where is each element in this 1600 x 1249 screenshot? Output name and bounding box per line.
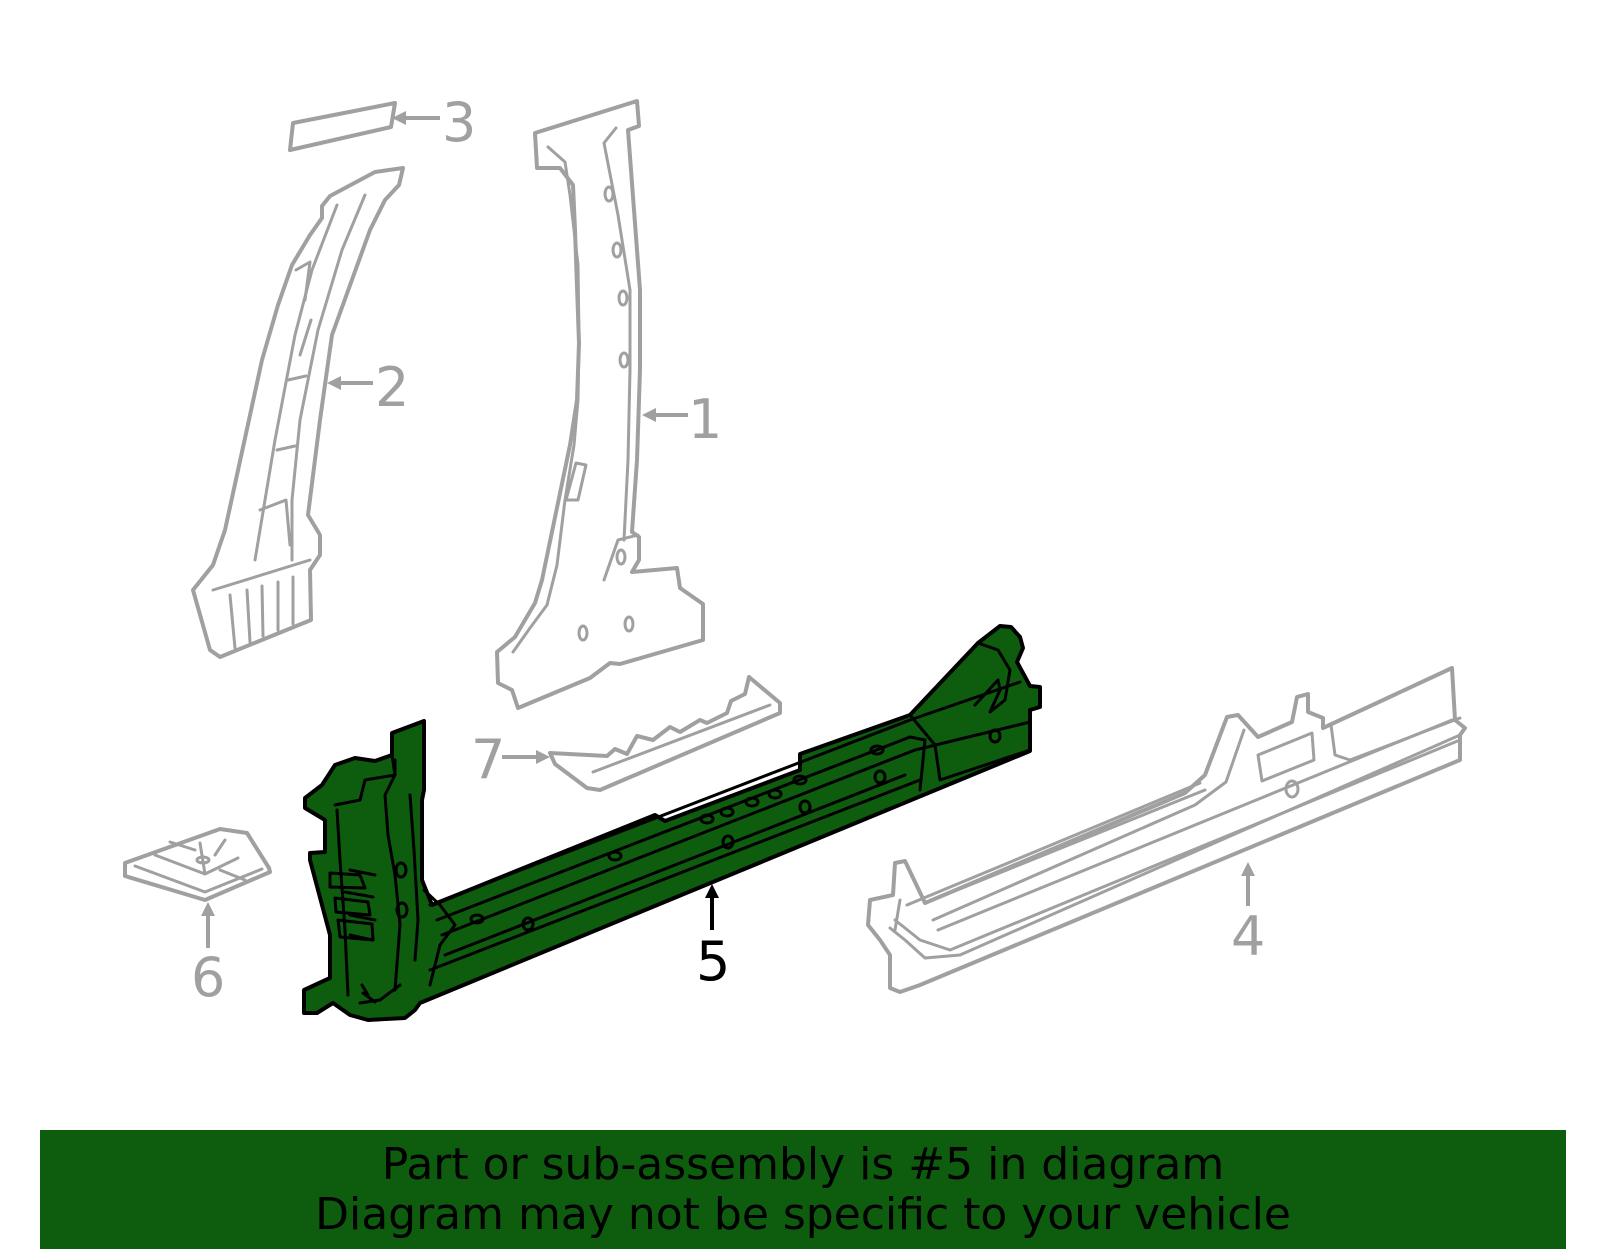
callout-1: 1 (688, 388, 722, 451)
leader-arrows (201, 111, 1255, 948)
part-6[interactable] (123, 827, 272, 902)
part-1[interactable] (495, 99, 705, 710)
banner-line-2: Diagram may not be specific to your vehi… (315, 1188, 1291, 1240)
callout-7: 7 (471, 728, 505, 791)
part-5[interactable] (302, 624, 1042, 1022)
callout-4: 4 (1231, 905, 1265, 968)
callout-5: 5 (696, 930, 730, 993)
callout-2: 2 (375, 356, 409, 419)
part-4[interactable] (866, 666, 1467, 994)
info-banner: Part or sub-assembly is #5 in diagram Di… (40, 1130, 1566, 1249)
part-2[interactable] (191, 166, 405, 659)
callout-3: 3 (442, 91, 476, 154)
callout-6: 6 (191, 946, 225, 1009)
part-3[interactable] (288, 101, 397, 152)
banner-line-1: Part or sub-assembly is #5 in diagram (381, 1138, 1225, 1190)
part-7[interactable] (548, 675, 782, 792)
